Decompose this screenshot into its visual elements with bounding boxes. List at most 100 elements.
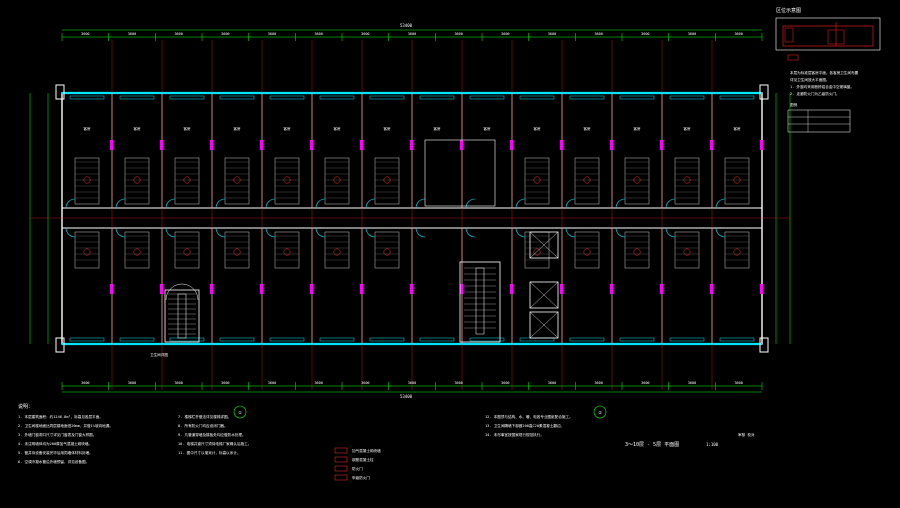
- dimension-label: 3600: [314, 381, 322, 385]
- dimension-label: 3600: [734, 381, 742, 385]
- toilet-fixture: [733, 176, 741, 184]
- window-mark: [519, 95, 555, 100]
- bathroom-upper: [724, 157, 750, 205]
- door-swing: [465, 198, 476, 209]
- bathroom-upper: [624, 157, 650, 205]
- window-mark: [569, 95, 605, 100]
- bathroom-lower: [74, 231, 100, 269]
- bathroom-lower: [374, 231, 400, 269]
- door-swing: [165, 198, 176, 209]
- overall-dim-top: 53400: [400, 23, 413, 28]
- room-label: 客房: [234, 126, 241, 131]
- window-mark: [169, 95, 205, 100]
- window-mark: [319, 337, 355, 342]
- door-swing: [615, 198, 626, 209]
- dimension-label: 3600: [221, 32, 229, 36]
- room-label: 客房: [684, 126, 692, 131]
- sheet-title: 3～10层 - 5层 平面图: [625, 442, 679, 448]
- legend-swatch: [334, 474, 348, 481]
- dimension-label: 3600: [408, 381, 416, 385]
- door-swing: [565, 227, 576, 238]
- column-marker: [710, 140, 713, 150]
- door-swing: [665, 198, 676, 209]
- note-line: 2. 卫生间楼地面比同层楼地面低20mm，并做1%坡向地漏。: [18, 423, 113, 428]
- note-line: 9. 凡管道穿墙及楼板处均应做防水处理。: [178, 432, 246, 437]
- toilet-fixture: [183, 176, 191, 184]
- bathroom-lower: [624, 231, 650, 269]
- door-swing: [215, 198, 226, 209]
- dimension-label: 3600: [361, 32, 369, 36]
- bathroom-upper: [74, 157, 100, 205]
- column-marker: [260, 140, 263, 150]
- axis-bubble-1: ①: [233, 405, 247, 419]
- overall-dim-bottom: 53400: [400, 394, 413, 399]
- bathroom-upper: [174, 157, 200, 205]
- column-marker: [460, 284, 463, 294]
- door-swing: [615, 227, 626, 238]
- legend-item: 防火门: [352, 466, 363, 471]
- column-marker: [710, 284, 713, 294]
- bathroom-upper: [274, 157, 300, 205]
- dimension-label: 3600: [268, 32, 276, 36]
- window-mark: [269, 337, 305, 342]
- column-marker: [110, 140, 113, 150]
- dimension-label: 3600: [548, 32, 556, 36]
- side-note-line: 2. 走廊防火门为乙级防火门。: [790, 91, 840, 96]
- bathroom-upper: [524, 157, 550, 205]
- window-mark: [369, 95, 405, 100]
- toilet-fixture: [83, 176, 91, 184]
- door-swing: [265, 198, 276, 209]
- note-line: 1. 本层建筑面积：约1246.8m²，标高见各层平面。: [18, 414, 103, 419]
- door-swing: [515, 227, 526, 238]
- column-marker: [210, 140, 213, 150]
- bathroom-lower: [524, 231, 550, 269]
- room-label: 客房: [634, 126, 642, 131]
- toilet-fixture: [183, 248, 191, 256]
- corridor-hall: [424, 139, 496, 207]
- door-swing: [315, 227, 326, 238]
- note-line: 6. 空调冷凝水管沿外墙预留，详见设备图。: [18, 459, 89, 464]
- toilet-fixture: [83, 248, 91, 256]
- column-marker: [260, 284, 263, 294]
- legend-swatch: [334, 465, 348, 472]
- side-note-line: 1. 外窗均采用断桥铝合金中空玻璃窗。: [790, 84, 854, 89]
- toilet-fixture: [383, 176, 391, 184]
- note-line: 7. 楼梯栏杆做法详见楼梯详图。: [178, 414, 231, 419]
- room-label: 客房: [84, 126, 91, 131]
- legend-item: 加气混凝土砌块墙: [352, 448, 381, 453]
- toilet-fixture: [233, 248, 241, 256]
- key-plan-label: 区位示意图: [776, 7, 801, 14]
- dimension-label: 3600: [688, 32, 696, 36]
- dimension-lines: 3600 3600 3600 3600 3600 3600 3600 3600 3600 3600…: [29, 29, 791, 393]
- toilet-fixture: [633, 176, 641, 184]
- bathroom-upper: [374, 157, 400, 205]
- column-marker: [760, 140, 763, 150]
- dimension-label: 3600: [454, 32, 462, 36]
- stair-left: [164, 283, 200, 343]
- window-mark: [219, 337, 255, 342]
- door-swing: [215, 227, 226, 238]
- room-label: 客房: [434, 126, 442, 131]
- bathroom-upper: [124, 157, 150, 205]
- window-mark: [719, 95, 755, 100]
- note-line: 3. 外墙门窗洞口尺寸详见门窗表及门窗大样图。: [18, 432, 96, 437]
- note-line: 4. 未注明墙体均为200厚加气混凝土砌块墙。: [18, 441, 92, 446]
- column-marker: [410, 284, 413, 294]
- side-note-line: 本层为标准层客房平面，各客房卫生间布置: [790, 70, 859, 75]
- toilet-fixture: [583, 248, 591, 256]
- dimension-label: 3600: [361, 381, 369, 385]
- door-swing: [415, 227, 426, 238]
- window-mark: [569, 337, 605, 342]
- door-swing: [365, 227, 376, 238]
- legend-item: 甲级防火门: [352, 475, 370, 480]
- window-mark: [619, 95, 655, 100]
- dimension-label: 3600: [734, 32, 742, 36]
- room-label: 客房: [584, 126, 592, 131]
- legend-swatch: [334, 447, 348, 454]
- bathroom-lower: [124, 231, 150, 269]
- legend-item: 钢筋混凝土柱: [352, 457, 374, 462]
- corner-column: [759, 84, 769, 100]
- door-swing: [415, 198, 426, 209]
- note-line: 5. 管井待设备安装完毕后用同墙体材料封堵。: [18, 450, 93, 455]
- general-notes: 1. 本层建筑面积：约1246.8m²，标高见各层平面。 2. 卫生间楼地面比同层…: [18, 414, 573, 481]
